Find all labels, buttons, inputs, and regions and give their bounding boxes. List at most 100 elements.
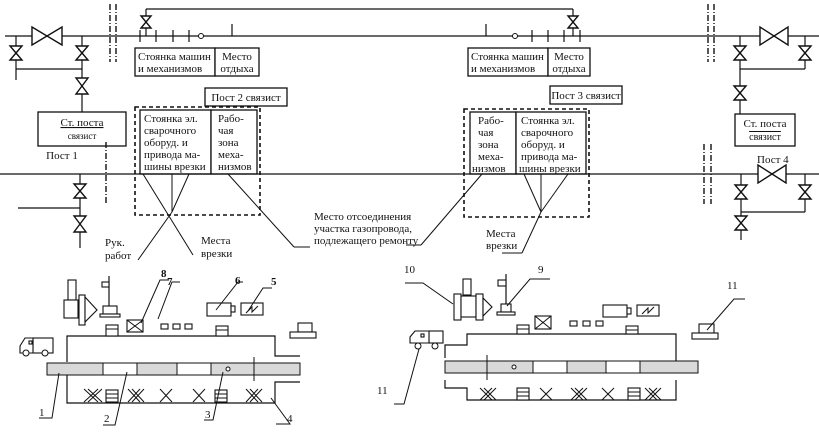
gate-valve-icon[interactable] [74,45,90,61]
left-rest-line2: отдыха [220,63,253,75]
left-welding-text: Стоянка эл. сварочного оборуд. и привода… [144,113,206,173]
pipe-cutting-machine-icon-right [453,278,493,321]
bypass-valve-right-icon[interactable] [566,15,580,29]
supervisor-label-2: работ [105,250,131,262]
middle-pipeline [0,163,819,248]
callout-leaders-left [39,279,291,426]
post4-box-line1: Ст. поста [743,118,786,130]
callout-11-truck: 11 [377,385,388,397]
gate-valve-icon[interactable] [732,85,748,101]
main-line-valve-icon[interactable] [757,163,787,185]
gate-valve-icon[interactable] [733,215,749,231]
gate-valve-icon[interactable] [733,184,749,200]
svg-text:низмов: низмов [218,161,252,173]
pipe-cutting-machine-icon [63,279,98,326]
left-welding-zone [139,109,212,175]
svg-text:Стоянка эл.: Стоянка эл. [144,113,198,125]
disconnect-label-3: подлежащего ремонту [314,235,419,247]
tapping-machine-icon-right [496,274,516,316]
gas-cylinders-icon [160,323,193,330]
bottom-right-trench [444,324,699,401]
svg-text:меха-: меха- [478,151,504,163]
callout-2: 2 [104,413,110,425]
tap-places-left-1: Места [201,235,231,247]
left-rest-zone [214,47,260,77]
left-work-area-boundary [134,106,261,216]
disconnect-label-2: участка газопровода, [314,223,412,235]
post3-box [549,85,623,105]
right-work-area-boundary [463,108,590,218]
post1-label: Пост 1 [46,150,78,162]
post4-box-line2: связист [749,132,781,143]
generator-icon [206,302,236,317]
gas-cylinders-icon-right [569,320,604,327]
post1-box-line2: связист [68,131,97,141]
right-rest-line1: Место [554,51,584,63]
callout-1: 1 [39,407,45,419]
main-line-valve-icon[interactable] [759,25,789,47]
callout-leaders-right [394,278,745,405]
callout-8: 8 [161,268,167,280]
supervisor-label-1: Рук. [105,237,125,249]
callout-4: 4 [287,413,293,425]
svg-text:чая: чая [478,127,493,139]
section-break-mid-right [703,144,712,204]
welding-transformer-icon [126,319,144,333]
gate-valve-icon[interactable] [74,77,90,95]
section-break-top-left [109,4,117,62]
tap-places-left-2: врезки [201,248,232,260]
main-line-valve-icon[interactable] [31,25,63,47]
post3-label: Пост 3 связист [551,90,621,102]
compressor-icon-right [691,323,719,340]
truck-icon [19,337,54,357]
gate-valve-icon[interactable] [732,45,748,61]
tapping-machine-icon [99,276,121,318]
tap-places-right-2: врезки [486,240,517,252]
svg-text:чая: чая [218,125,233,137]
right-rest-zone [547,47,591,77]
bypass-valve-left-icon[interactable] [139,15,153,29]
valve-station-top-right [732,25,813,115]
left-parking-line1: Стоянка машин [138,51,211,63]
section-break-top-right [707,4,715,62]
left-rest-line1: Место [222,51,252,63]
gate-valve-icon[interactable] [797,184,813,200]
svg-text:низмов: низмов [472,163,506,175]
left-mech-zone [210,109,258,175]
callout-6: 6 [235,275,241,287]
right-parking-line1: Стоянка машин [471,51,544,63]
right-mech-zone [469,111,517,175]
callout-5: 5 [271,276,277,288]
gate-valve-icon[interactable] [797,45,813,61]
right-leader-lines [406,173,569,254]
svg-text:сварочного: сварочного [521,127,574,139]
tap-places-right-1: Места [486,228,516,240]
svg-text:шины врезки: шины врезки [519,163,581,175]
callout-7: 7 [167,276,173,288]
valve-station-post1 [8,25,90,112]
svg-text:оборуд. и: оборуд. и [144,137,188,149]
post4-station-box [734,113,796,147]
compressor-icon [289,322,317,339]
left-parking-line2: и механизмов [138,63,202,75]
gate-valve-icon[interactable] [72,183,88,199]
post1-box-line1: Ст. поста [60,117,103,129]
left-mech-text: Рабо- чая зона меха- низмов [218,113,252,173]
svg-text:шины врезки: шины врезки [144,161,206,173]
right-parking-line2: и механизмов [471,63,535,75]
callout-3: 3 [205,409,211,421]
post2-box [204,87,288,107]
right-rest-line2: отдыха [552,63,585,75]
svg-text:зона: зона [478,139,499,151]
gate-valve-icon[interactable] [8,45,24,61]
generator-icon-right [602,304,632,318]
electric-panel-icon-right [636,304,660,317]
svg-text:Стоянка эл.: Стоянка эл. [521,115,575,127]
post2-label: Пост 2 связист [211,92,281,104]
gate-valve-icon[interactable] [72,215,88,233]
right-welding-zone [515,111,587,175]
svg-text:Рабо-: Рабо- [218,113,244,125]
callout-11-compressor: 11 [727,280,738,292]
post1-station-box [37,111,127,147]
